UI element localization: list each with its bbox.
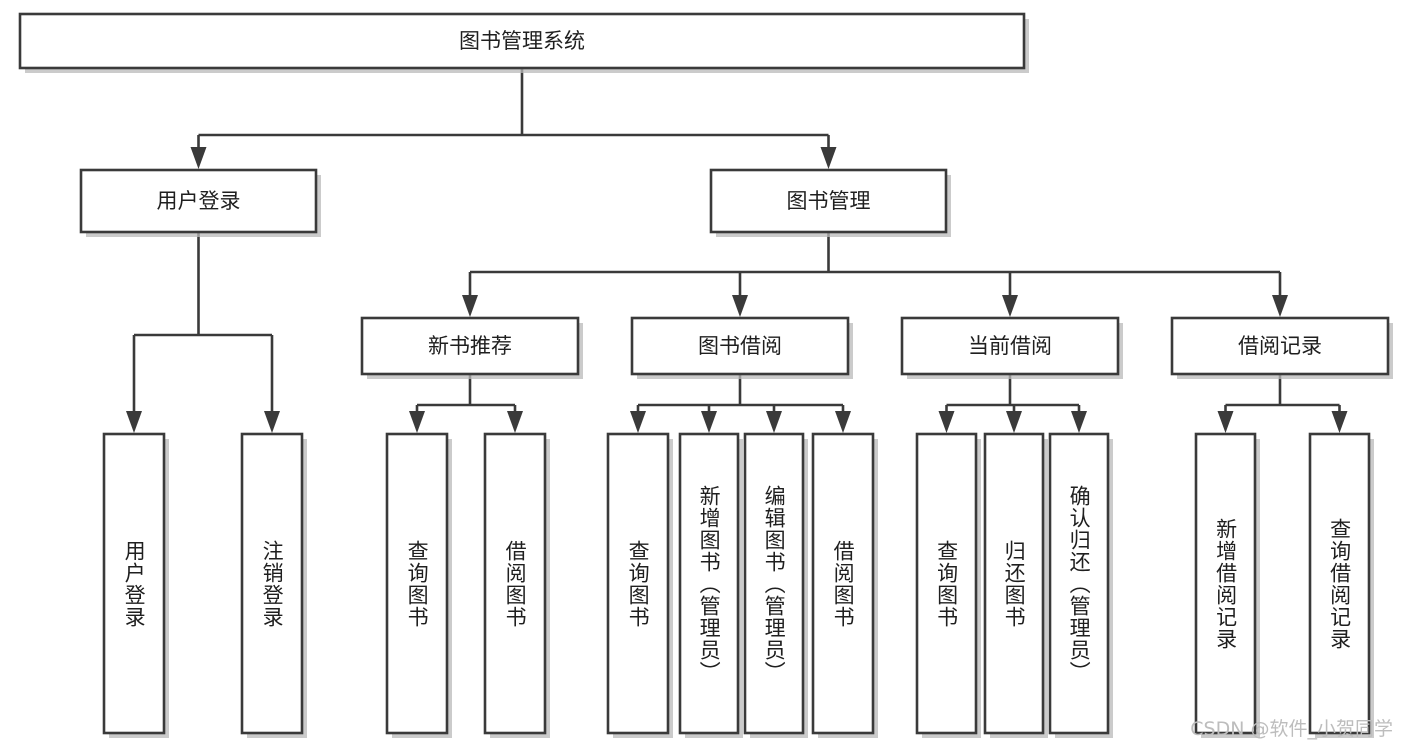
root-label: 图书管理系统: [459, 29, 585, 53]
watermark: CSDN @软件_小贺同学: [1190, 718, 1393, 740]
arrow-head-icon: [1331, 411, 1348, 433]
leaf-查询图书[interactable]: [606, 432, 670, 735]
arrow-head-icon: [820, 147, 837, 169]
node-用户登录[interactable]: [79, 168, 318, 234]
arrow-head-icon: [938, 411, 955, 433]
arrow-head-icon: [835, 411, 851, 433]
arrow-head-icon: [507, 411, 523, 433]
arrow-head-icon: [766, 411, 782, 433]
arrow-head-icon: [190, 147, 207, 169]
arrow-head-icon: [1002, 295, 1018, 317]
node-label-用户登录: 用户登录: [157, 189, 241, 213]
leaf-借阅图书[interactable]: [483, 432, 547, 735]
arrow-head-icon: [732, 295, 748, 317]
arrow-head-icon: [1217, 411, 1234, 433]
node-图书借阅[interactable]: [630, 316, 850, 376]
node-label-借阅记录: 借阅记录: [1238, 334, 1322, 358]
leaf-查询图书[interactable]: [915, 432, 978, 735]
node-label-新书推荐: 新书推荐: [428, 334, 512, 358]
node-借阅记录[interactable]: [1170, 316, 1390, 376]
arrow-head-icon: [701, 411, 717, 433]
node-当前借阅[interactable]: [900, 316, 1120, 376]
arrow-head-icon: [1071, 411, 1087, 433]
boxes-layer: [18, 12, 1393, 738]
leaf-借阅图书[interactable]: [811, 432, 875, 735]
arrow-head-icon: [630, 411, 646, 433]
connectors-layer: [126, 68, 1348, 433]
node-图书管理[interactable]: [709, 168, 948, 234]
node-label-图书管理: 图书管理: [787, 189, 871, 213]
node-label-当前借阅: 当前借阅: [968, 334, 1052, 358]
leaf-新增借阅记录[interactable]: [1194, 432, 1257, 735]
leaf-新增图书管理员[interactable]: [678, 432, 740, 735]
arrow-head-icon: [1006, 411, 1022, 433]
leaf-查询图书[interactable]: [385, 432, 449, 735]
leaf-确认归还管理员[interactable]: [1048, 432, 1110, 735]
arrow-head-icon: [462, 295, 478, 317]
leaf-编辑图书管理员[interactable]: [743, 432, 805, 735]
arrow-head-icon: [126, 411, 142, 433]
node-label-图书借阅: 图书借阅: [698, 334, 782, 358]
leaf-用户登录[interactable]: [102, 432, 166, 735]
arrow-head-icon: [264, 411, 280, 433]
leaf-注销登录[interactable]: [240, 432, 304, 735]
node-新书推荐[interactable]: [360, 316, 580, 376]
node-root-图书管理系统[interactable]: [18, 12, 1026, 70]
arrow-head-icon: [409, 411, 425, 433]
leaf-归还图书[interactable]: [983, 432, 1045, 735]
arrow-head-icon: [1272, 295, 1288, 317]
leaf-查询借阅记录[interactable]: [1308, 432, 1371, 735]
